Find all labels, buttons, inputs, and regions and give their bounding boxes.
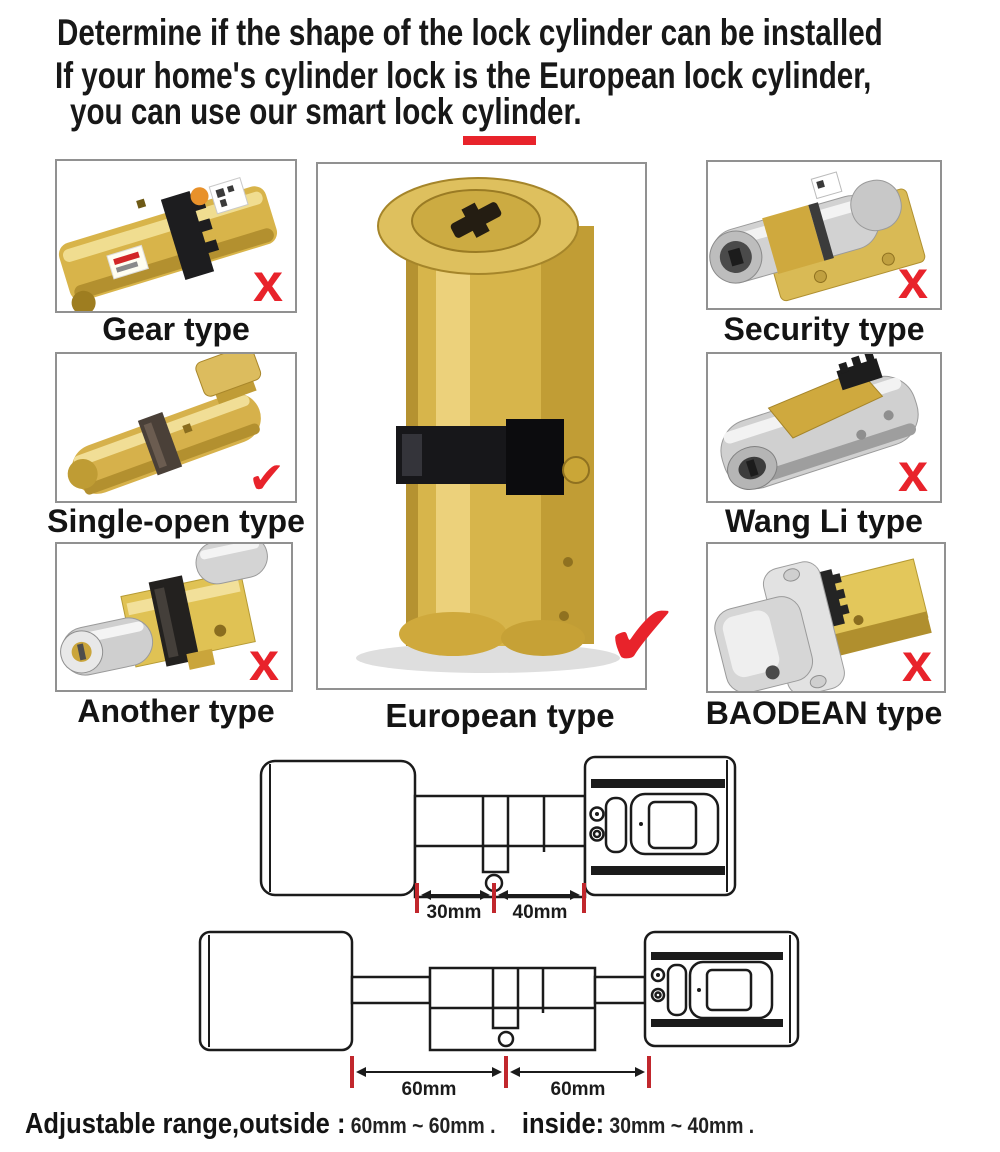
dim-label-60mm-left: 60mm bbox=[402, 1079, 457, 1100]
smart-panel-outline bbox=[583, 755, 737, 897]
compatibility-box-wangli: x bbox=[706, 352, 942, 503]
dimension-annotation: 30mm 40mm bbox=[415, 883, 586, 923]
knob-outline bbox=[198, 930, 354, 1052]
x-mark-icon: x bbox=[897, 442, 928, 503]
type-label-baodean: BAODEAN type bbox=[705, 695, 943, 731]
check-mark-icon: ✔ bbox=[248, 453, 285, 505]
type-label-security: Security type bbox=[723, 311, 925, 347]
cylinder-outline bbox=[428, 966, 597, 1052]
outside-range-label: Adjustable range,outside : bbox=[25, 1108, 346, 1140]
compatibility-box-single-open: ✔ bbox=[55, 352, 297, 503]
x-mark-icon: x bbox=[897, 249, 928, 310]
inside-range-value: 30mm ~ 40mm . bbox=[609, 1113, 755, 1138]
x-mark-icon: x bbox=[252, 252, 283, 313]
heading-line-1: Determine if the shape of the lock cylin… bbox=[57, 12, 883, 53]
knob-outline bbox=[259, 759, 417, 897]
extension-rod-right bbox=[593, 975, 647, 1005]
check-mark-icon: ✔ bbox=[605, 584, 679, 687]
type-label-european: European type bbox=[385, 697, 615, 734]
compatibility-box-gear: x bbox=[55, 159, 297, 313]
cylinder-outline bbox=[413, 794, 587, 899]
dim-label-30mm: 30mm bbox=[427, 902, 482, 923]
dimension-diagram-long: 60mm 60mm bbox=[198, 930, 800, 1100]
outside-range-value: 60mm ~ 60mm . bbox=[350, 1113, 496, 1138]
adjustable-range-caption: Adjustable range,outside : 60mm ~ 60mm .… bbox=[25, 1108, 754, 1141]
compatibility-box-another: x bbox=[55, 542, 293, 692]
dim-label-40mm: 40mm bbox=[513, 902, 568, 923]
compatibility-box-baodean: x bbox=[706, 542, 946, 693]
heading-line-2: If your home's cylinder lock is the Euro… bbox=[55, 55, 872, 96]
heading-line-3: you can use our smart lock cylinder. bbox=[70, 91, 582, 132]
gear-type-photo bbox=[58, 177, 278, 311]
dimension-annotation: 60mm 60mm bbox=[350, 1056, 651, 1100]
smart-panel-outline bbox=[643, 930, 800, 1048]
red-underline-accent bbox=[463, 136, 536, 145]
compatibility-box-european bbox=[316, 162, 647, 690]
type-label-gear: Gear type bbox=[102, 311, 250, 347]
dimension-diagram-short: 30mm 40mm bbox=[259, 755, 737, 923]
security-type-photo bbox=[709, 171, 926, 302]
x-mark-icon: x bbox=[248, 631, 279, 692]
type-label-another: Another type bbox=[77, 693, 275, 729]
dim-label-60mm-right: 60mm bbox=[551, 1079, 606, 1100]
inside-range-label: inside: bbox=[521, 1108, 605, 1140]
baodean-type-photo bbox=[714, 558, 932, 691]
extension-rod-left bbox=[350, 975, 432, 1005]
compatibility-box-security: x bbox=[706, 160, 942, 310]
another-type-photo bbox=[60, 544, 268, 676]
x-mark-icon: x bbox=[901, 632, 932, 693]
european-type-photo bbox=[356, 177, 620, 673]
type-label-wangli: Wang Li type bbox=[725, 503, 923, 539]
wang-li-type-photo bbox=[720, 354, 919, 490]
type-label-single-open: Single-open type bbox=[47, 503, 305, 539]
single-open-type-photo bbox=[67, 354, 262, 495]
